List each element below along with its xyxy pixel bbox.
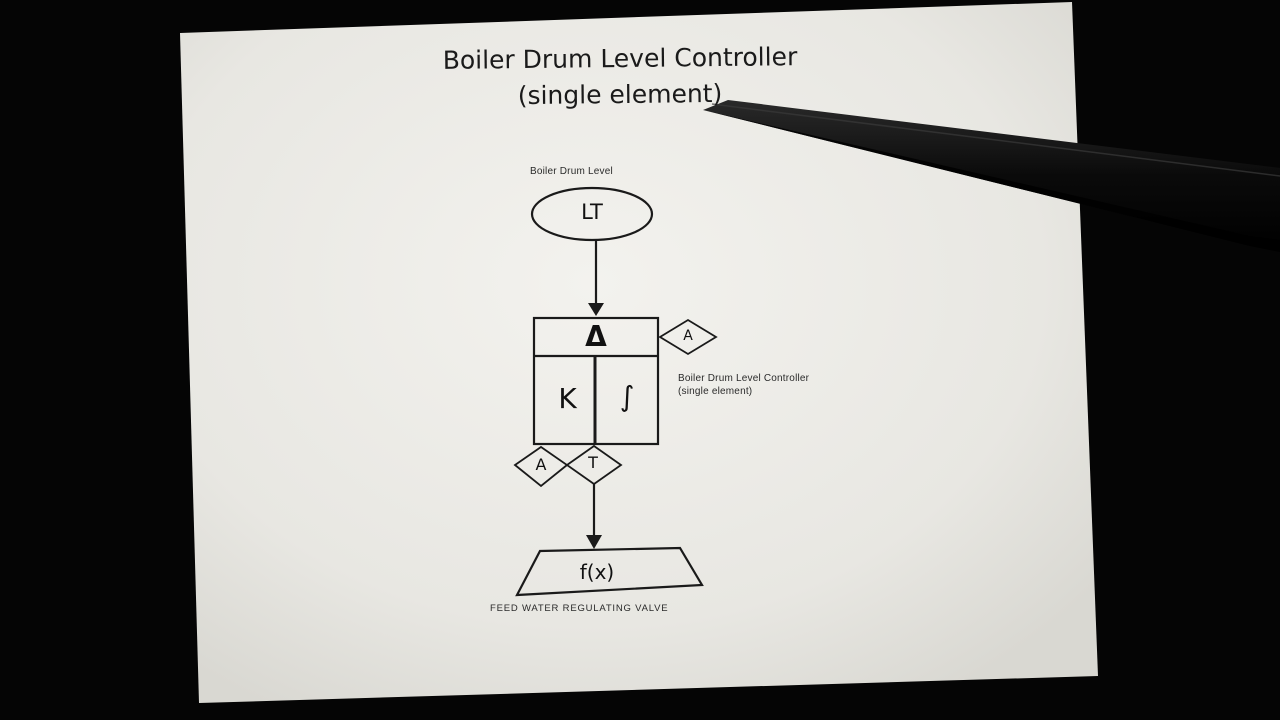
diagram-title: Boiler Drum Level Controller [442, 42, 798, 75]
tag-diamond-t [565, 444, 623, 486]
controller-tag-diamond-right [658, 318, 718, 356]
pointer-pen [703, 100, 1280, 252]
transmitter-label: Boiler Drum Level [530, 166, 613, 177]
controller-label-line2: (single element) [678, 386, 753, 397]
paper-sheet [180, 2, 1098, 703]
controller-label-line1: Boiler Drum Level Controller [678, 373, 810, 384]
tag-t-text: T [588, 453, 598, 472]
controller-delta-symbol: Δ [585, 320, 607, 353]
level-transmitter-bubble [530, 186, 654, 242]
arrow-head-upper [588, 303, 604, 316]
controller-tag-right: A [683, 328, 693, 344]
valve-label: FEED WATER REGULATING VALVE [490, 603, 669, 614]
diagram-subtitle: (single element) [517, 78, 723, 111]
arrow-head-lower [586, 535, 602, 549]
controller-integral-symbol: ∫ [619, 380, 635, 413]
controller-gain-symbol: K [558, 382, 577, 415]
valve-trapezoid [515, 546, 704, 597]
transmitter-symbol: LT [581, 200, 603, 224]
valve-symbol: f(x) [579, 560, 615, 584]
tag-a-text: A [535, 455, 547, 474]
